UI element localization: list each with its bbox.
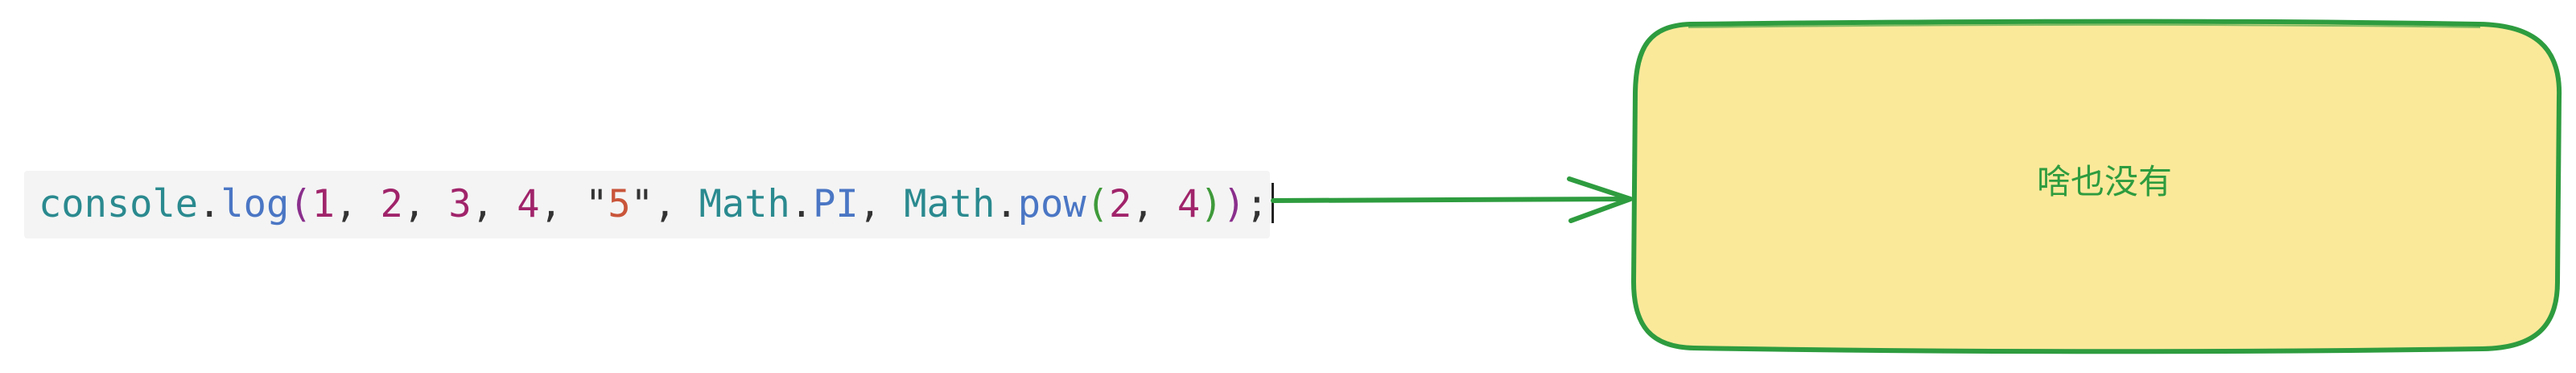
code-token-punctuation: . — [995, 182, 1018, 226]
code-token-number: 4 — [517, 182, 540, 226]
code-token-punctuation: , — [858, 182, 905, 226]
code-token-identifier: Math — [699, 182, 790, 226]
note-box-sketch-stroke — [1688, 24, 2481, 28]
code-token-paren: ) — [1222, 182, 1246, 226]
code-token-punctuation: , — [539, 182, 586, 226]
note-box — [1631, 19, 2562, 354]
code-token-string: 5 — [608, 182, 631, 226]
code-token-number: 3 — [448, 182, 472, 226]
code-token-paren2: ) — [1200, 182, 1223, 226]
code-token-punctuation: , — [1131, 182, 1177, 226]
code-token-punctuation: ; — [1245, 182, 1269, 226]
text-cursor — [1272, 183, 1275, 223]
code-snippet: console.log(1, 2, 3, 4, "5", Math.PI, Ma… — [24, 171, 1275, 238]
code-token-method: PI — [813, 182, 859, 226]
code-token-method: log — [221, 182, 290, 226]
code-token-number: 2 — [380, 182, 403, 226]
note-box-label: 啥也没有 — [2036, 162, 2172, 201]
connector-arrow-head — [1567, 176, 1633, 223]
code-token-punctuation: " — [630, 182, 654, 226]
code-token-number: 4 — [1177, 182, 1201, 226]
code-token-punctuation: , — [653, 182, 699, 226]
code-token-paren2: ( — [1086, 182, 1109, 226]
code-token-paren: ( — [289, 182, 312, 226]
code-token-identifier: console — [39, 182, 199, 226]
connector-arrow-line — [1271, 197, 1632, 203]
code-token-punctuation: " — [585, 182, 608, 226]
code-token-method: pow — [1017, 182, 1086, 226]
code-token-number: 1 — [311, 182, 335, 226]
code-token-punctuation: . — [198, 182, 221, 226]
code-token-punctuation: , — [402, 182, 449, 226]
code-token-number: 2 — [1108, 182, 1132, 226]
code-token-identifier: Math — [904, 182, 995, 226]
code-token-punctuation: , — [334, 182, 381, 226]
code-token-punctuation: . — [789, 182, 814, 226]
code-token-punctuation: , — [471, 182, 517, 226]
code-line: console.log(1, 2, 3, 4, "5", Math.PI, Ma… — [39, 182, 1275, 226]
